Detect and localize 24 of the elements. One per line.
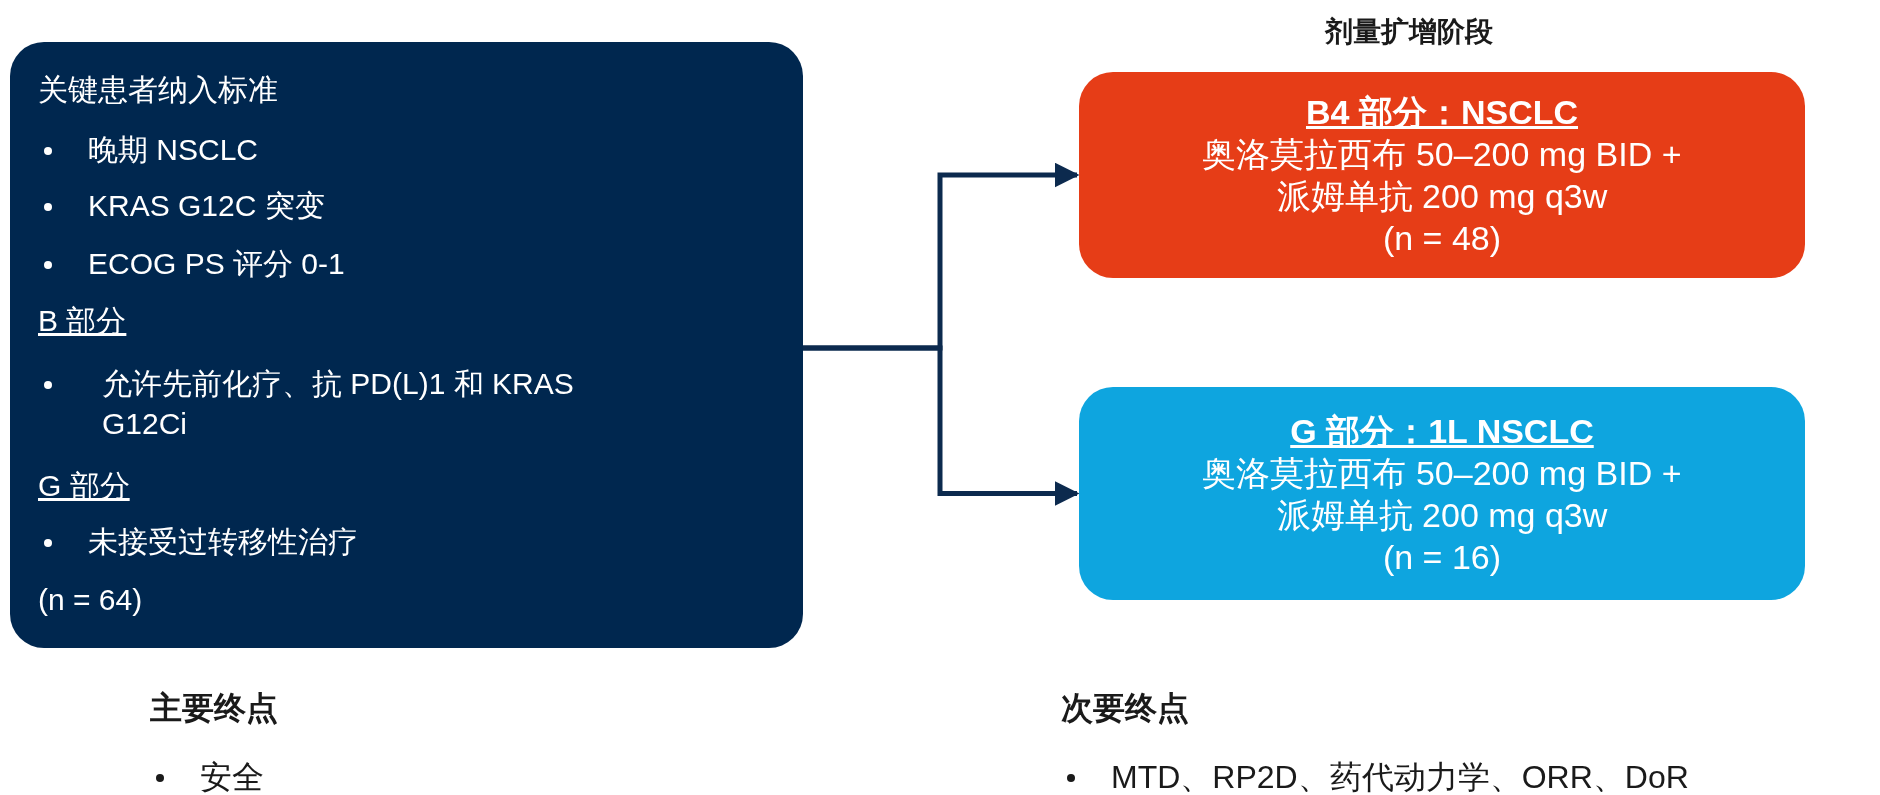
- criteria-item: 未接受过转移性治疗: [38, 522, 358, 562]
- criteria-box: [10, 42, 803, 648]
- endpoint-heading: 主要终点: [150, 689, 278, 728]
- criteria-item: 允许先前化疗、抗 PD(L)1 和 KRAS G12Ci: [38, 364, 622, 444]
- part-heading: B 部分: [38, 303, 127, 339]
- endpoint-item: MTD、RP2D、药代动力学、ORR、DoR: [1061, 757, 1689, 795]
- endpoint-heading: 次要终点: [1061, 689, 1189, 728]
- sample-size: (n = 16): [1382, 536, 1502, 578]
- cohort-heading: B4 部分：NSCLC: [1306, 92, 1578, 133]
- section-title: 剂量扩增阶段: [1325, 15, 1493, 49]
- criteria-item: 晚期 NSCLC: [38, 130, 259, 170]
- sample-size: (n = 64): [38, 582, 143, 618]
- endpoint-item: 安全: [150, 757, 264, 795]
- dose-text: 奥洛莫拉西布 50–200 mg BID + 派姆单抗 200 mg q3w: [1201, 134, 1683, 217]
- arrow: [803, 345, 1080, 506]
- cohort-box: [1079, 72, 1805, 278]
- criteria-item: KRAS G12C 突变: [38, 186, 325, 226]
- cohort-box: [1079, 387, 1805, 600]
- sample-size: (n = 48): [1382, 218, 1502, 259]
- cohort-heading: G 部分：1L NSCLC: [1290, 410, 1594, 452]
- dose-text: 奥洛莫拉西布 50–200 mg BID + 派姆单抗 200 mg q3w: [1201, 452, 1683, 536]
- part-heading: G 部分: [38, 468, 130, 504]
- criteria-item: ECOG PS 评分 0-1: [38, 244, 345, 284]
- criteria-heading: 关键患者纳入标准: [38, 72, 278, 108]
